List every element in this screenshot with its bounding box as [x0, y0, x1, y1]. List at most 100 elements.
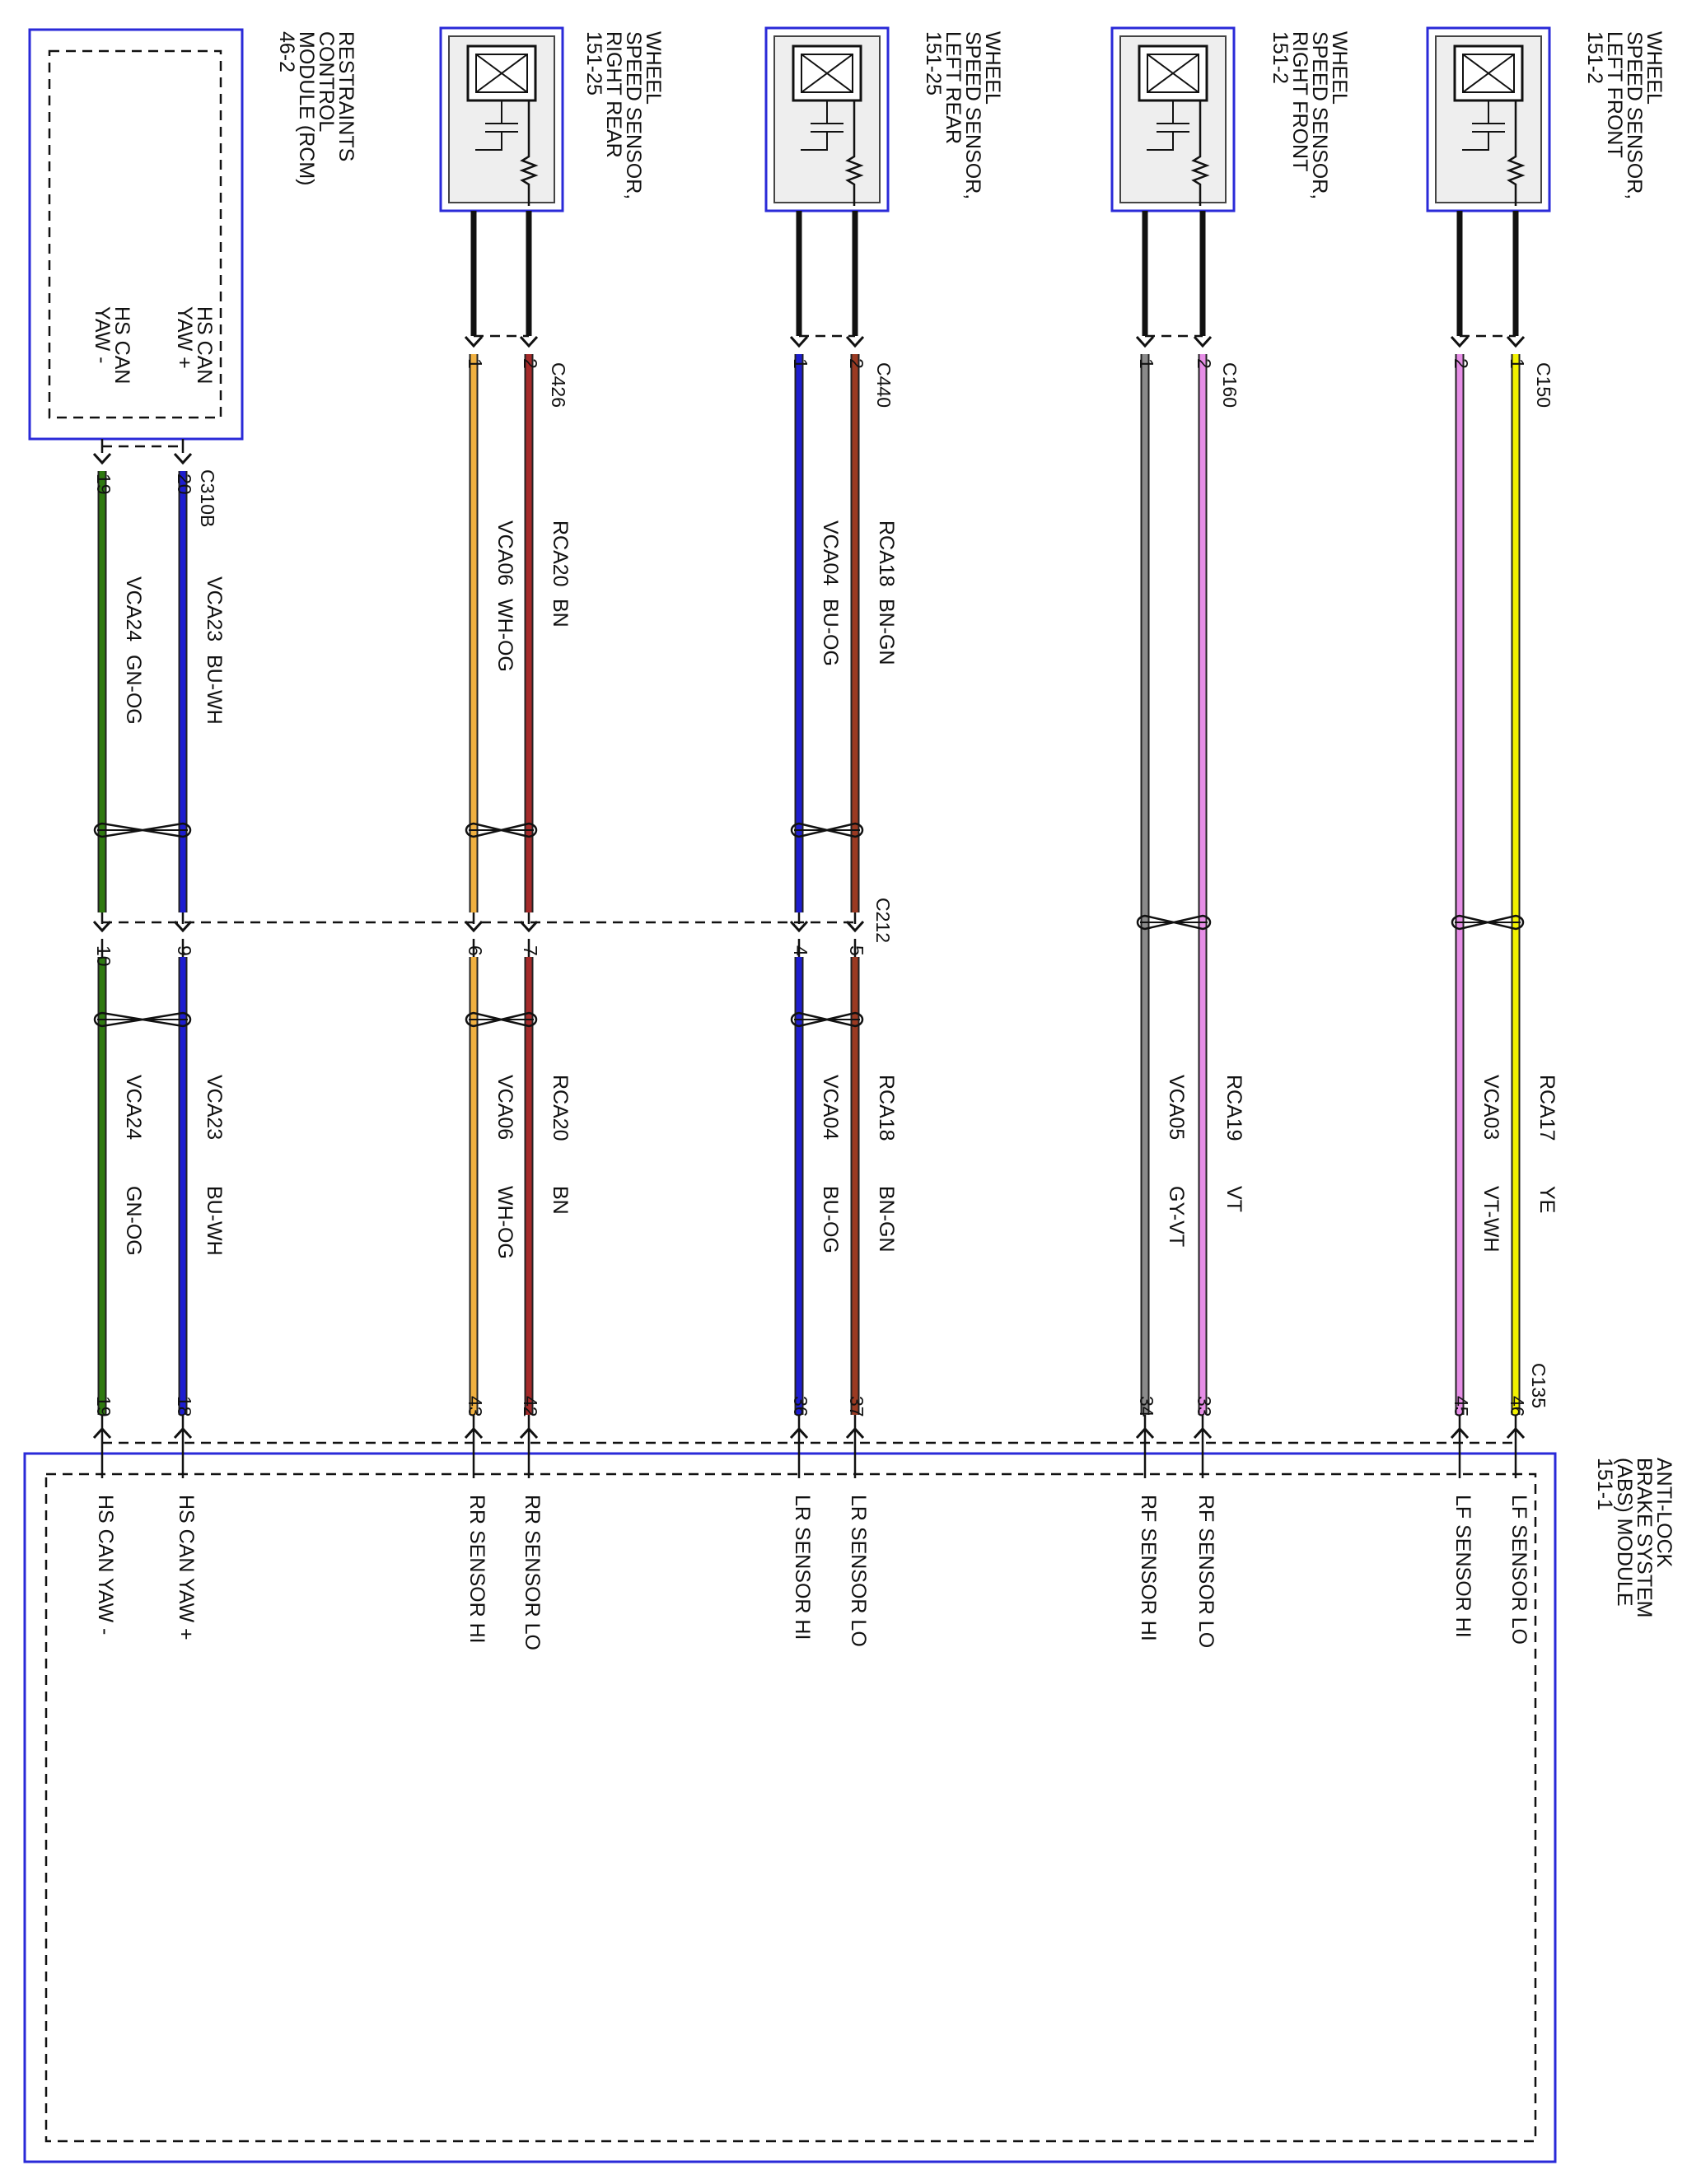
sensor-rr-title-line: RIGHT REAR [602, 31, 625, 158]
rcm-pin-plus-label-line: YAW + [173, 306, 196, 369]
wire-lf-hi-circuit: VCA03 [1479, 1075, 1502, 1140]
wire-yaw-minus-c212-arrow [92, 920, 112, 933]
wire-rr-lo-upper-code: BN [549, 599, 572, 628]
sensor-rf-coil-cross [1147, 54, 1199, 93]
wire-yaw-minus-pin-abs: 19 [93, 1396, 114, 1417]
sensor-rf-title-line: RIGHT FRONT [1288, 31, 1311, 171]
wire-rr-lo-pin-abs: 42 [520, 1396, 541, 1417]
sensor-rr-resistor-icon [519, 100, 539, 206]
twist-rr-lower [465, 1011, 538, 1028]
abs-title-line: ANTI-LOCK [1652, 1458, 1675, 1568]
sensor-rr-capacitor-icon [475, 100, 518, 151]
wire-yaw-minus-pin-c212: 10 [93, 945, 114, 967]
abs-pin-label-lr-hi: LR SENSOR HI [791, 1495, 814, 1640]
rcm-title-line: RESTRAINTS [334, 31, 357, 161]
rcm-module-box [28, 28, 244, 441]
wire-rf-hi-code: GY-VT [1165, 1186, 1188, 1247]
rcm-pin-minus-label-line: YAW - [91, 306, 114, 363]
wire-yaw-plus-pin-c212: 9 [174, 945, 195, 956]
wire-yaw-plus-pin-abs: 18 [174, 1396, 195, 1417]
rcm-module-inner [48, 49, 222, 419]
wire-rf-lo-pin-abs: 33 [1194, 1396, 1215, 1417]
wire-yaw-minus-upper-code: GN-OG [122, 655, 145, 725]
wire-lf-lo-pin-top: 1 [1507, 358, 1528, 369]
wire-lr-lo-upper-code: BN-GN [875, 599, 898, 665]
sensor-rf-resistor-icon [1190, 100, 1210, 206]
wire-lr-hi-pin-c212: 4 [790, 945, 811, 956]
wire-rr-hi-upper-circuit: VCA06 [493, 520, 516, 586]
abs-pin-label-yaw-minus: HS CAN YAW - [94, 1495, 117, 1635]
wire-lr-lo-lower-code: BN-GN [875, 1186, 898, 1253]
wire-yaw-plus-lower-circuit: VCA23 [203, 1075, 226, 1140]
wire-rf-lo-code: VT [1222, 1186, 1245, 1212]
rcm-connector-arrow [92, 452, 112, 465]
rcm-connector-arrow [173, 452, 193, 465]
sensor-lf-coil-cross [1462, 54, 1515, 93]
sensor-rr-title-line: 151-25 [582, 31, 605, 96]
sensor-rf-coil-inner [1147, 54, 1199, 93]
sensor-lf-title-line: SPEED SENSOR, [1623, 31, 1646, 199]
abs-pin-label-rr-lo: RR SENSOR LO [521, 1495, 544, 1650]
sensor-lf-title-line: LEFT FRONT [1603, 31, 1626, 158]
abs-pin-label-rr-hi: RR SENSOR HI [465, 1495, 488, 1644]
sensor-lr-title-line: LEFT REAR [942, 31, 965, 144]
wire-lr-lo-pin-top: 2 [846, 358, 867, 369]
abs-connector-label: C135 [1528, 1363, 1549, 1408]
wire-yaw-plus-upper-circuit: VCA23 [203, 576, 226, 642]
wire-lr-lo-lower-circuit: RCA18 [875, 1075, 898, 1141]
abs-pin-label-lr-lo: LR SENSOR LO [847, 1495, 870, 1647]
rcm-title-line: MODULE (RCM) [295, 31, 318, 186]
sensor-lf-coil-inner [1462, 54, 1515, 93]
sensor-lr-connector-label: C440 [873, 362, 895, 408]
sensor-lr-title-line: SPEED SENSOR, [961, 31, 984, 199]
wire-lr-lo-c212-arrow [845, 920, 865, 933]
sensor-lf-resistor-icon [1506, 100, 1526, 206]
wire-rr-lo-c212-arrow [519, 920, 539, 933]
sensor-rf-title-line: WHEEL [1328, 31, 1351, 105]
wire-rf-lo-pin-top: 2 [1194, 358, 1215, 369]
sensor-rf-title-line: 151-2 [1269, 31, 1292, 84]
wire-lr-lo-pin-abs: 37 [846, 1396, 867, 1417]
sensor-lr-capacitor-icon [801, 100, 844, 151]
sensor-lr-connector-arrow [789, 335, 809, 348]
twist-lf [1451, 914, 1525, 931]
sensor-lf-connector-arrow [1450, 335, 1470, 348]
abs-pin-label-yaw-plus: HS CAN YAW + [175, 1495, 198, 1640]
abs-title-line: BRAKE SYSTEM [1633, 1458, 1656, 1618]
sensor-lf-connector-label: C150 [1533, 362, 1554, 408]
wire-yaw-minus-lower-code: GN-OG [122, 1186, 145, 1256]
sensor-rr-connector-label: C426 [548, 362, 569, 408]
wire-lr-hi-upper-code: BU-OG [819, 599, 842, 666]
abs-pin-label-rf-hi: RF SENSOR HI [1137, 1495, 1160, 1641]
sensor-rr-coil-cross [475, 54, 528, 93]
wire-yaw-plus-pin-top: 20 [174, 474, 195, 495]
wire-lf-hi-pin-abs: 45 [1451, 1396, 1472, 1417]
sensor-rf-connector-arrow [1135, 335, 1155, 348]
sensor-lr-coil-cross [801, 54, 853, 93]
sensor-rr-title-line: SPEED SENSOR, [622, 31, 645, 199]
sensor-lf-connector-arrow [1506, 335, 1526, 348]
twist-rr-upper [465, 822, 538, 838]
wire-lf-hi-code: VT-WH [1479, 1186, 1502, 1253]
rcm-pin-minus-label-line: HS CAN [110, 306, 133, 384]
wire-lr-lo-pin-c212: 5 [846, 945, 867, 956]
abs-pin-label-lf-lo: LF SENSOR LO [1507, 1495, 1530, 1645]
wire-rr-lo-lower-code: BN [549, 1186, 572, 1215]
wire-yaw-minus-upper-circuit: VCA24 [122, 576, 145, 642]
wire-rf-hi-pin-top: 1 [1136, 358, 1157, 369]
wire-rf-lo-circuit: RCA19 [1222, 1075, 1245, 1141]
wire-yaw-plus-lower-code: BU-WH [203, 1186, 226, 1256]
wire-rr-lo-pin-c212: 7 [520, 945, 541, 956]
sensor-lf-capacitor-icon [1462, 100, 1505, 151]
wire-rr-lo-lower-circuit: RCA20 [549, 1075, 572, 1141]
wire-rr-hi-pin-top: 1 [465, 358, 486, 369]
c212-connector-label: C212 [872, 898, 894, 943]
sensor-lr-connector-arrow [845, 335, 865, 348]
wire-rr-hi-pin-c212: 6 [465, 945, 486, 956]
rcm-title-line: CONTROL [315, 31, 338, 132]
rcm-pin-plus-label-line: HS CAN [193, 306, 216, 384]
